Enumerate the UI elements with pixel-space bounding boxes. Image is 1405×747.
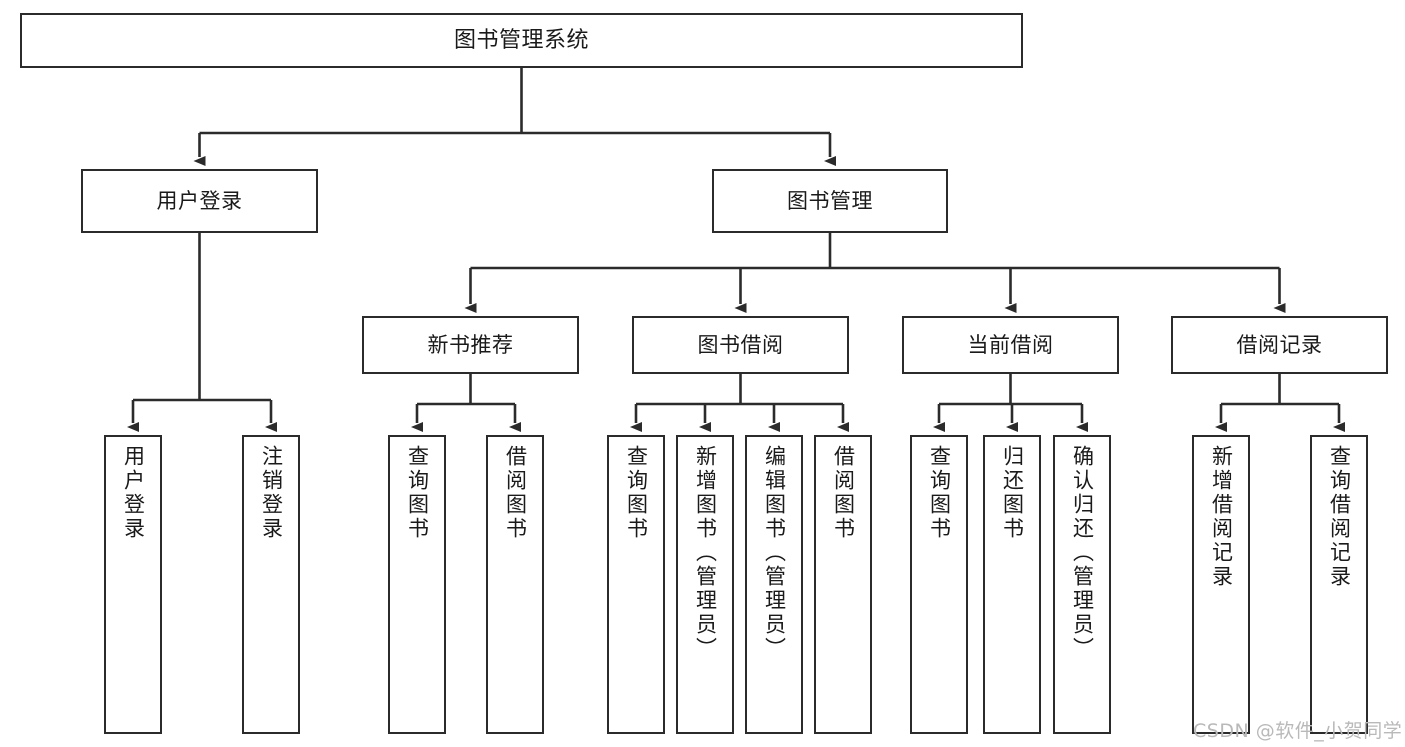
node-current[interactable]: 当前借阅 [902, 316, 1119, 374]
node-root[interactable]: 图书管理系统 [20, 13, 1023, 68]
node-label: 用户登录 [121, 445, 146, 541]
node-label: 查询图书 [405, 445, 430, 541]
node-label: 注销登录 [259, 445, 284, 541]
node-label: 查询图书 [927, 445, 952, 541]
node-label: 借阅记录 [1236, 332, 1323, 357]
node-label: 编辑图书（管理员） [762, 445, 787, 661]
node-leaf-edit-book[interactable]: 编辑图书（管理员） [745, 435, 803, 734]
node-label: 确认归还（管理员） [1070, 445, 1095, 661]
node-borrow[interactable]: 图书借阅 [632, 316, 849, 374]
node-label: 查询图书 [624, 445, 649, 541]
node-leaf-borrow-book[interactable]: 借阅图书 [814, 435, 872, 734]
node-leaf-confirm-return[interactable]: 确认归还（管理员） [1053, 435, 1111, 734]
node-leaf-user-login[interactable]: 用户登录 [104, 435, 162, 734]
node-label: 新书推荐 [427, 332, 514, 357]
node-login[interactable]: 用户登录 [81, 169, 318, 233]
node-records[interactable]: 借阅记录 [1171, 316, 1388, 374]
node-label: 新增图书（管理员） [693, 445, 718, 661]
node-label: 借阅图书 [503, 445, 528, 541]
node-bookmgmt[interactable]: 图书管理 [712, 169, 948, 233]
node-leaf-user-logout[interactable]: 注销登录 [242, 435, 300, 734]
node-leaf-borrow-book-new[interactable]: 借阅图书 [486, 435, 544, 734]
node-leaf-query-record[interactable]: 查询借阅记录 [1310, 435, 1368, 734]
node-leaf-query-book-cur[interactable]: 查询图书 [910, 435, 968, 734]
node-label: 归还图书 [1000, 445, 1025, 541]
node-label: 借阅图书 [831, 445, 856, 541]
node-label: 新增借阅记录 [1209, 445, 1234, 589]
node-label: 当前借阅 [967, 332, 1054, 357]
node-leaf-add-book[interactable]: 新增图书（管理员） [676, 435, 734, 734]
node-leaf-query-book[interactable]: 查询图书 [607, 435, 665, 734]
node-leaf-add-record[interactable]: 新增借阅记录 [1192, 435, 1250, 734]
node-leaf-return-book[interactable]: 归还图书 [983, 435, 1041, 734]
node-label: 图书管理系统 [453, 27, 589, 53]
node-label: 用户登录 [156, 188, 243, 213]
node-leaf-query-book-new[interactable]: 查询图书 [388, 435, 446, 734]
node-newbook[interactable]: 新书推荐 [362, 316, 579, 374]
csdn-watermark: CSDN @软件_小贺同学 [1193, 720, 1403, 742]
node-label: 图书管理 [787, 188, 873, 213]
node-label: 查询借阅记录 [1327, 445, 1352, 589]
node-label: 图书借阅 [697, 332, 784, 357]
